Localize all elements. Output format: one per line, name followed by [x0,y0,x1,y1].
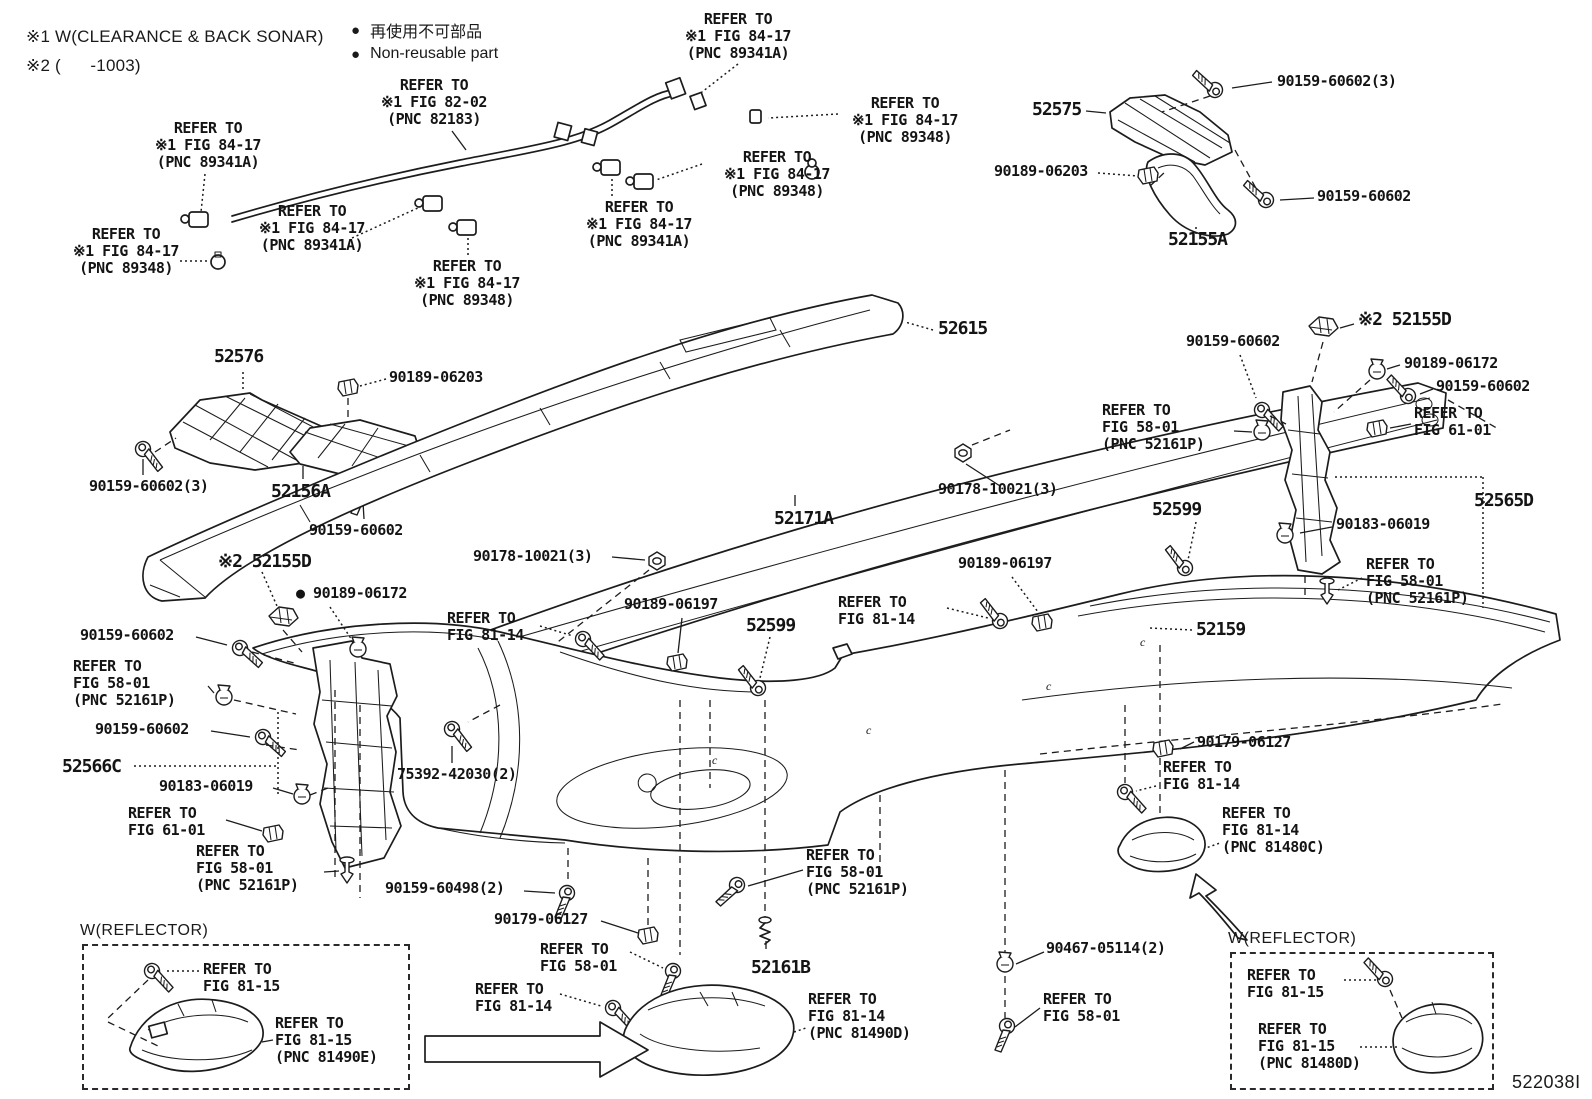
pn-52599-center: 52599 [746,615,796,636]
pn-90189-06172-right: 90189-06172 [1404,354,1498,372]
pn-90183-06019-left: 90183-06019 [159,777,253,795]
pn-52159: 52159 [1196,619,1246,640]
pn-52566c: 52566C [62,756,122,777]
ref-fig8114-centerright: REFER TO FIG 81-14 [838,593,915,628]
pn-90159-60498-2: 90159-60498(2) [385,879,505,897]
reflector-box-right-title: W(REFLECTOR) [1228,930,1357,947]
pn-90178-10021-3-right: 90178-10021(3) [938,480,1058,498]
ref-fig8114-left: REFER TO FIG 81-14 [447,609,524,644]
pn-90178-10021-3-left: 90178-10021(3) [473,547,593,565]
non-reusable-dot-icon: ● [351,45,361,63]
legend-row-en: ● Non-reusable part [351,45,498,63]
pn-52156a: 52156A [271,481,331,502]
reflector-lamp-right-art [1117,816,1206,873]
pn-52599-right: 52599 [1152,499,1202,520]
ref-fig5801-bottomright: REFER TO FIG 58-01 [1043,990,1120,1025]
ref-fig8115-81490e: REFER TO FIG 81-15 (PNC 81490E) [275,1014,378,1066]
pn-90159-60602-topright: 90159-60602 [1317,187,1411,205]
pn-90179-06127-right: 90179-06127 [1197,733,1291,751]
pn-52171a: 52171A [774,508,834,529]
bracket-52566c-art [134,571,402,898]
pn-90189-06203-midleft: 90189-06203 [389,368,483,386]
ref-fig5801-52161p-center: REFER TO FIG 58-01 (PNC 52161P) [806,846,909,898]
bracket-52575-art [1085,69,1315,237]
pn-90189-06172-left: ● 90189-06172 [296,584,407,602]
bumper-fasteners-art [438,521,1199,763]
pn-90189-06197-center: 90189-06197 [624,595,718,613]
pn-90159-60602-3-topright: 90159-60602(3) [1277,72,1397,90]
pn-90159-60602-right2: 90159-60602 [1436,377,1530,395]
non-reusable-dot-icon: ● [351,21,361,39]
ref-fig8115-rightbox: REFER TO FIG 81-15 [1247,966,1324,1001]
ref-fig5801-center: REFER TO FIG 58-01 [540,940,617,975]
reflector-box-right [1230,952,1494,1090]
legend-text-en: Non-reusable part [370,45,499,62]
reflector-box-left-title: W(REFLECTOR) [80,922,209,939]
molding-mark-2: c [866,723,871,737]
ref-fig8114-81480c: REFER TO FIG 81-14 (PNC 81480C) [1222,804,1325,856]
pn-90159-60602-left2: 90159-60602 [95,720,189,738]
ref-fig8114-81490d: REFER TO FIG 81-14 (PNC 81490D) [808,990,911,1042]
note-clearance-back-sonar: ※1 W(CLEARANCE & BACK SONAR) [26,27,324,46]
pn-90159-60602-3-midleft: 90159-60602(3) [89,477,209,495]
pn-52615: 52615 [938,318,988,339]
reflector-lamp-center-art [622,984,795,1077]
pn-90159-60602-midleft: 90159-60602 [309,521,403,539]
legend-text-jp: 再使用不可部品 [370,24,483,41]
pn-90189-06197-right: 90189-06197 [958,554,1052,572]
bracket-52565d-art [1233,316,1492,608]
ref-fig8114-center: REFER TO FIG 81-14 [475,980,552,1015]
pn-90183-06019-right: 90183-06019 [1336,515,1430,533]
pn-52155d-left: ※2 52155D [218,551,312,572]
pn-52155a: 52155A [1168,229,1228,250]
energy-absorber-52615-art [142,294,934,602]
legend-row-jp: ● 再使用不可部品 [351,18,482,42]
reflector-box-right-art [1344,956,1484,1074]
note-production-range: ※2 ( -1003) [26,56,141,75]
ref-fig8202-82183: REFER TO ※1 FIG 82-02 (PNC 82183) [381,76,487,128]
ref-fig5801-52161p-right2: REFER TO FIG 58-01 (PNC 52161P) [1366,555,1469,607]
ref-fig8417-89348-topright: REFER TO ※1 FIG 84-17 (PNC 89348) [852,94,958,146]
ref-fig8417-89348-farleft: REFER TO ※1 FIG 84-17 (PNC 89348) [73,225,179,277]
ref-fig8417-89348-mid: REFER TO ※1 FIG 84-17 (PNC 89348) [724,148,830,200]
pn-52575: 52575 [1032,99,1082,120]
pn-52576: 52576 [214,346,264,367]
pn-52155d-right: ※2 52155D [1358,309,1452,330]
ref-fig5801-52161p-left: REFER TO FIG 58-01 (PNC 52161P) [73,657,176,709]
bumper-cover-52159-art [252,574,1561,853]
pn-90179-06127-center: 90179-06127 [494,910,588,928]
direction-arrow-northwest [1189,873,1248,941]
pn-90159-60602-right1: 90159-60602 [1186,332,1280,350]
ref-fig6101-left: REFER TO FIG 61-01 [128,804,205,839]
under-bumper-fasteners-art [523,645,1221,1053]
pn-90467-05114-2: 90467-05114(2) [1046,939,1166,957]
ref-fig8417-89341a-left: REFER TO ※1 FIG 84-17 (PNC 89341A) [155,119,261,171]
ref-fig8417-89341a-midleft: REFER TO ※1 FIG 84-17 (PNC 89341A) [259,202,365,254]
ref-fig8417-89341a-top: REFER TO ※1 FIG 84-17 (PNC 89341A) [685,10,791,62]
molding-mark-1: c [712,753,717,767]
reflector-box-left [82,944,410,1090]
molding-mark-3: c [1046,679,1051,693]
ref-fig6101-right: REFER TO FIG 61-01 [1414,404,1491,439]
ref-fig5801-52161p-right1: REFER TO FIG 58-01 (PNC 52161P) [1102,401,1205,453]
molding-mark-4: c [1140,635,1145,649]
ref-fig8115-leftbox: REFER TO FIG 81-15 [203,960,280,995]
ref-fig8115-81480d: REFER TO FIG 81-15 (PNC 81480D) [1258,1020,1361,1072]
ref-fig8114-right: REFER TO FIG 81-14 [1163,758,1240,793]
ref-fig5801-52161p-left2: REFER TO FIG 58-01 (PNC 52161P) [196,842,299,894]
reflector-box-left-art [105,960,274,1073]
pn-90189-06203-topright: 90189-06203 [994,162,1088,180]
sonar-harness-art [180,63,839,270]
pn-90159-60602-left1: 90159-60602 [80,626,174,644]
pn-52565d: 52565D [1474,490,1534,511]
pn-52161b: 52161B [751,957,811,978]
pn-75392-42030-2: 75392-42030(2) [397,765,517,783]
ref-fig8417-89341a-center: REFER TO ※1 FIG 84-17 (PNC 89341A) [586,198,692,250]
direction-arrow-right [424,1021,649,1078]
page-code: 522038I [1512,1072,1581,1092]
ref-fig8417-89348-centerleft: REFER TO ※1 FIG 84-17 (PNC 89348) [414,257,520,309]
